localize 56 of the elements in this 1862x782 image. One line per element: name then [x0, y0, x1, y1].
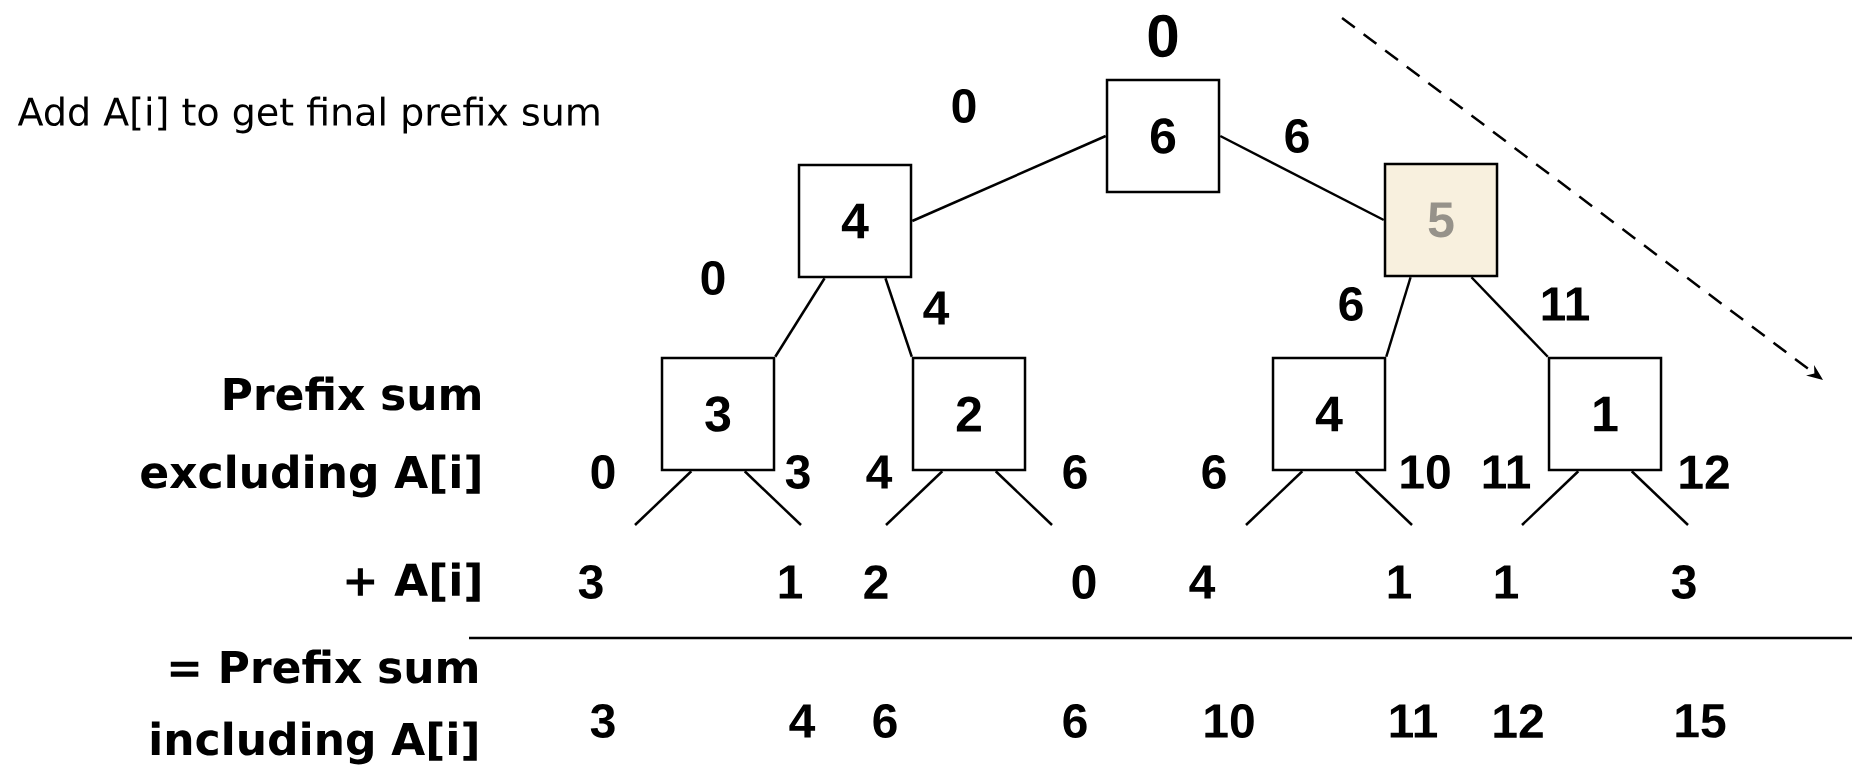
- edge-label: 10: [1401, 455, 1450, 489]
- edge-label: 11: [1542, 287, 1590, 321]
- edge-label: 0: [591, 455, 615, 489]
- edge-label: 6: [1285, 119, 1309, 153]
- branch-line: [1245, 470, 1304, 526]
- edge-label: 3: [785, 455, 810, 490]
- prefix-sum-value: 12: [1494, 704, 1543, 738]
- edge-label: 4: [923, 291, 950, 325]
- tree-node-box: 4: [797, 163, 913, 279]
- connector-line: [884, 277, 913, 358]
- branch-line: [634, 470, 693, 526]
- tree-node-box: 3: [660, 356, 776, 472]
- array-value: 3: [1671, 565, 1696, 600]
- tree-node-box: 6: [1105, 78, 1221, 194]
- edge-label: 6: [1339, 287, 1363, 321]
- branch-line: [994, 470, 1053, 526]
- tree-node-box: 5: [1383, 162, 1499, 278]
- array-value: 1: [1495, 565, 1519, 599]
- row-heading: Prefix sum excluding A[i]: [141, 376, 480, 498]
- instruction-text: Add A[i] to get final prefix sum: [17, 96, 599, 134]
- row-heading: = Prefix sum including A[i]: [151, 649, 477, 765]
- connector-line: [1219, 134, 1385, 222]
- prefix-sum-value: 11: [1390, 704, 1438, 738]
- array-value: 2: [864, 565, 888, 599]
- tree-node-box: 1: [1547, 356, 1663, 472]
- array-value: 3: [578, 565, 603, 600]
- array-value: 1: [1388, 565, 1412, 599]
- tree-node-box: 2: [911, 356, 1027, 472]
- edge-label: 0: [701, 261, 725, 295]
- row-heading: + A[i]: [346, 562, 480, 602]
- connector-line: [911, 134, 1107, 223]
- branch-line: [1354, 470, 1413, 526]
- branch-line: [885, 470, 944, 526]
- edge-label: 4: [866, 455, 893, 489]
- prefix-sum-value: 3: [590, 704, 615, 739]
- prefix-sum-value: 4: [789, 704, 816, 738]
- array-value: 1: [779, 565, 803, 599]
- branch-line: [1630, 470, 1689, 526]
- connector-line: [1385, 276, 1412, 358]
- edge-label: 0: [952, 89, 976, 123]
- array-value: 4: [1189, 565, 1216, 599]
- edge-label: 6: [1063, 455, 1087, 489]
- connector-line: [1470, 276, 1549, 358]
- branch-line: [1521, 470, 1580, 526]
- connector-line: [774, 277, 826, 358]
- tree-node-box: 4: [1271, 356, 1387, 472]
- node-value: 0: [1148, 14, 1178, 58]
- array-value: 0: [1072, 565, 1096, 599]
- prefix-sum-value: 6: [1063, 704, 1087, 738]
- prefix-sum-value: 10: [1205, 704, 1254, 738]
- prefix-sum-value: 15: [1676, 704, 1726, 738]
- edge-label: 6: [1202, 455, 1226, 489]
- edge-label: 11: [1483, 455, 1531, 489]
- edge-label: 12: [1680, 455, 1729, 489]
- branch-line: [743, 470, 802, 526]
- prefix-sum-value: 6: [873, 704, 897, 738]
